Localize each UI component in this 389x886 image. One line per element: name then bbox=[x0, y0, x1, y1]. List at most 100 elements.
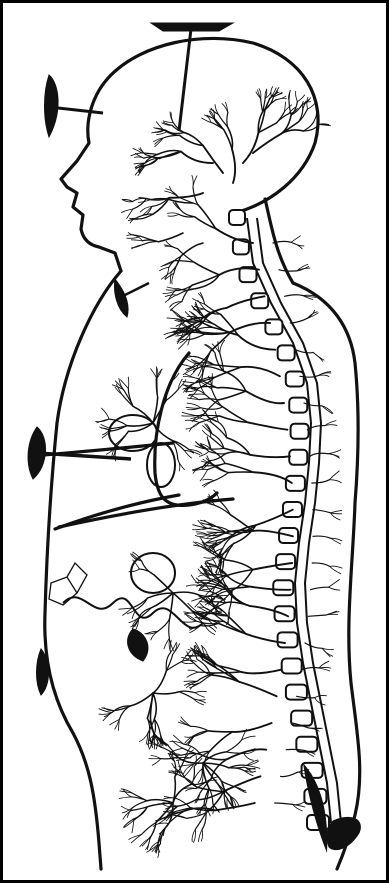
cranial-nerve-branch bbox=[171, 113, 173, 123]
dorsal-nerve-branch bbox=[290, 318, 307, 323]
dorsal-nerve-branch bbox=[293, 802, 304, 805]
lung-shape bbox=[147, 443, 175, 487]
spinal-nerve-branch bbox=[202, 481, 213, 486]
dorsal-nerve-branch bbox=[313, 510, 331, 513]
cranial-nerve-branch bbox=[133, 148, 142, 153]
dorsal-nerve-branch bbox=[313, 352, 323, 361]
cranial-nerve-branch bbox=[203, 146, 223, 174]
plexus-nerve-branch bbox=[119, 608, 132, 609]
sacral-marker-icon bbox=[327, 817, 360, 849]
spinal-nerve-branch bbox=[225, 560, 252, 570]
spinal-nerve-branch bbox=[187, 672, 198, 677]
dorsal-nerve-branch bbox=[308, 615, 326, 616]
facial-nerve-branch bbox=[131, 240, 142, 241]
vertebra bbox=[276, 554, 295, 569]
plexus-nerve-branch bbox=[132, 820, 134, 832]
dorsal-nerve-branch bbox=[328, 454, 339, 457]
spinal-nerve-branch bbox=[219, 416, 248, 423]
dorsal-nerve-branch bbox=[305, 643, 322, 648]
spinal-nerve-branch bbox=[196, 532, 208, 535]
spinal-nerve-branch bbox=[167, 287, 178, 289]
vertebra bbox=[286, 372, 304, 387]
cranial-nerve-branch bbox=[261, 99, 263, 112]
dorsal-nerve-branch bbox=[313, 536, 331, 538]
vertebra bbox=[289, 450, 307, 465]
dorsal-nerve-branch bbox=[328, 580, 339, 588]
plexus-nerve-branch bbox=[179, 692, 194, 699]
spinal-nerve-branch bbox=[225, 463, 253, 472]
spinal-nerve-branch bbox=[199, 399, 218, 400]
spinal-nerve-branch bbox=[211, 759, 227, 779]
spinal-nerve-branch bbox=[213, 464, 228, 472]
spinal-nerve-branch bbox=[230, 515, 253, 531]
plexus-nerve-branch bbox=[129, 835, 142, 840]
plexus-nerve-branch bbox=[116, 431, 128, 446]
plexus-nerve-branch bbox=[119, 797, 131, 799]
spinal-nerve-branch bbox=[183, 377, 198, 379]
nervous-system-diagram bbox=[3, 3, 389, 886]
spinal-nerve-branch bbox=[208, 731, 233, 732]
cranial-nerve-branch bbox=[307, 98, 308, 110]
spinal-nerve-branch bbox=[217, 388, 245, 392]
spinal-nerve-branch bbox=[214, 473, 229, 481]
spinal-nerve-branch bbox=[218, 391, 246, 400]
spinal-nerve-branch bbox=[211, 450, 225, 464]
throat-marker-icon bbox=[115, 279, 150, 317]
plexus-nerve-branch bbox=[102, 408, 109, 419]
spinal-nerve-branch bbox=[195, 535, 208, 537]
cranial-nerve-branch bbox=[276, 98, 286, 100]
plexus-nerve-branch bbox=[124, 819, 134, 827]
plexus-nerve-branch bbox=[170, 593, 173, 619]
plexus-nerve-branch bbox=[173, 593, 192, 611]
dorsal-nerve-branch bbox=[291, 236, 300, 243]
spinal-nerve-branch bbox=[188, 670, 198, 672]
spinal-nerve-branch bbox=[193, 525, 207, 529]
spinal-nerve-branch bbox=[250, 455, 290, 457]
spinal-nerve-branch bbox=[181, 754, 200, 756]
spinal-nerve-branch bbox=[191, 726, 209, 731]
dorsal-nerve-branch bbox=[319, 661, 329, 668]
dorsal-nerve-branch bbox=[291, 242, 304, 246]
spinal-nerve-branch bbox=[204, 520, 212, 526]
spinal-nerve-branch bbox=[206, 448, 224, 449]
vertebra bbox=[291, 424, 309, 439]
forehead-marker-icon bbox=[45, 75, 104, 137]
spinal-nerve-branch bbox=[213, 531, 228, 539]
dorsal-nerve-branch bbox=[322, 648, 333, 649]
spinal-nerve-branch bbox=[170, 741, 184, 744]
vertebra bbox=[278, 345, 295, 360]
spinal-nerve-branch bbox=[186, 788, 197, 791]
cranial-nerve-branch bbox=[232, 149, 235, 183]
neck-back-outline bbox=[265, 199, 293, 283]
dorsal-nerve-branch bbox=[325, 425, 337, 426]
spinal-nerve-branch bbox=[194, 262, 219, 275]
dorsal-nerve-branch bbox=[285, 295, 303, 297]
spinal-nerve-branch bbox=[238, 335, 275, 350]
dorsal-nerve-branch bbox=[330, 480, 342, 483]
spinal-nerve-branch bbox=[168, 214, 179, 216]
cranial-nerve-branch bbox=[296, 91, 298, 101]
spinal-nerve-branch bbox=[187, 403, 201, 408]
spinal-nerve-branch bbox=[239, 682, 276, 696]
dorsal-nerve-branch bbox=[312, 563, 330, 567]
spinal-nerve-branch bbox=[241, 670, 281, 674]
vertebra bbox=[286, 476, 305, 491]
dorsal-nerve-branch bbox=[281, 772, 299, 777]
spinal-nerve-branch bbox=[210, 732, 233, 751]
spinal-nerve-branch bbox=[168, 213, 179, 214]
spinal-nerve-branch bbox=[246, 391, 284, 403]
plexus-nerve-branch bbox=[173, 592, 199, 595]
plexus-nerve-branch bbox=[244, 753, 254, 760]
vertebra bbox=[229, 210, 245, 225]
spinal-nerve-branch bbox=[174, 261, 194, 263]
stomach-shape bbox=[131, 553, 175, 593]
dorsal-nerve-branch bbox=[328, 587, 340, 590]
cranial-nerve-branch bbox=[243, 133, 258, 163]
spinal-nerve-branch bbox=[198, 580, 210, 581]
head-outline bbox=[61, 38, 318, 271]
cranial-nerve-branch bbox=[308, 102, 316, 109]
spinal-nerve-branch bbox=[248, 422, 287, 429]
cranial-nerve-branch bbox=[163, 121, 173, 123]
plexus-nerve-branch bbox=[132, 801, 147, 808]
